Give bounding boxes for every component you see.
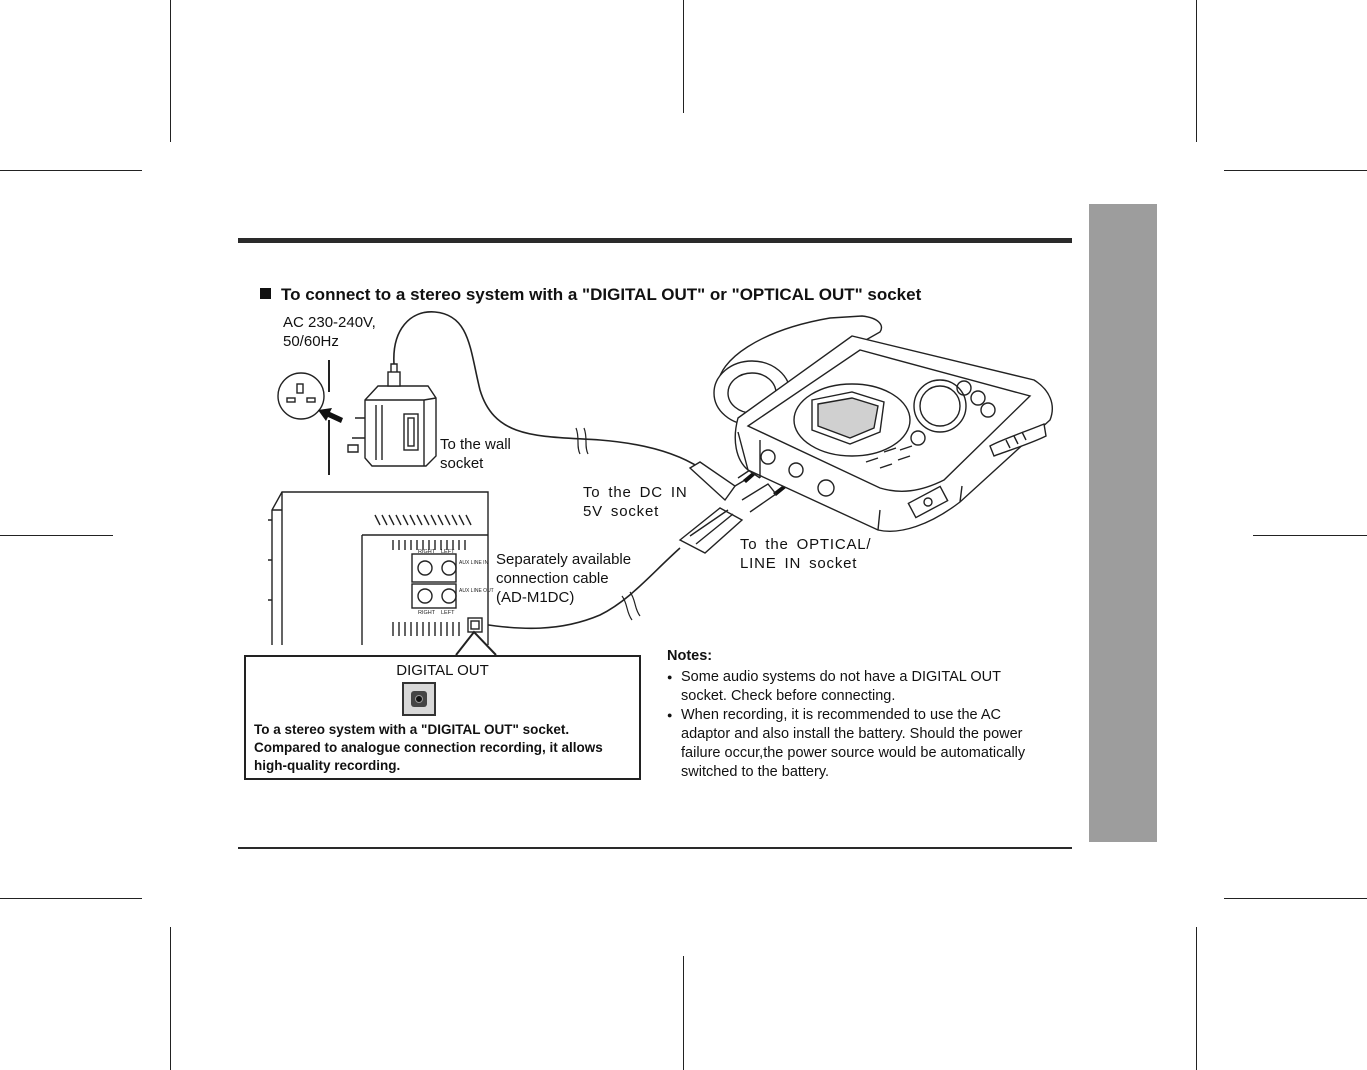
wall-socket-line: socket [440,455,484,472]
note-item: When recording, it is recommended to use… [667,706,1025,782]
crop-mark [683,0,684,113]
note-line: When recording, it is recommended to use… [681,707,1001,723]
cable-line: connection cable [496,570,609,587]
optical-in-label: To the OPTICAL/ LINE IN socket [740,535,871,573]
crop-mark [1224,898,1367,899]
wall-socket-label: To the wall socket [440,435,511,473]
panel-label-aux-in: AUX LINE IN [459,560,489,566]
dc-in-line: 5V socket [583,503,660,520]
stereo-system-icon [268,491,489,645]
panel-label-aux-out: AUX LINE OUT [459,588,494,594]
note-item: Some audio systems do not have a DIGITAL… [667,668,1025,706]
optical-port-icon [411,691,427,707]
crop-mark [170,0,171,142]
top-rule [238,238,1072,243]
bottom-rule [238,847,1072,849]
section-heading: To connect to a stereo system with a "DI… [260,285,921,305]
ac-power-line: 50/60Hz [283,333,339,350]
callout-line: high-quality recording. [254,758,401,773]
crop-mark [0,535,113,536]
cable-label: Separately available connection cable (A… [496,550,631,607]
push-arrow-icon [318,408,343,423]
wall-socket-line: To the wall [440,436,511,453]
minidisc-recorder-icon [713,315,1053,532]
optical-in-line: To the OPTICAL/ [740,536,872,553]
heading-text: To connect to a stereo system with a "DI… [281,285,922,304]
crop-mark [170,927,171,1070]
digital-out-port-icon [402,682,436,716]
cable-line: (AD-M1DC) [496,589,575,606]
panel-label-left: LEFT [441,610,455,616]
note-line: Some audio systems do not have a DIGITAL… [681,669,1001,685]
crop-mark [0,170,142,171]
note-line: failure occur,the power source would be … [681,745,1026,761]
callout-line: Compared to analogue connection recordin… [254,740,603,755]
crop-mark [1224,170,1367,171]
ac-power-line: AC 230-240V, [283,314,376,331]
dc-plug-icon [688,461,751,502]
crop-mark [0,898,142,899]
dc-in-label: To the DC IN 5V socket [583,483,687,521]
optical-in-line: LINE IN socket [740,555,858,572]
notes-title: Notes: [667,648,713,664]
wall-socket-icon [277,372,325,420]
crop-mark [1196,927,1197,1070]
cable-line: Separately available [496,551,632,568]
panel-label-right: RIGHT [418,549,436,555]
panel-label-left: LEFT [441,549,455,555]
optical-plug-icon [678,483,778,554]
notes-section: Notes: Some audio systems do not have a … [667,647,1025,782]
callout-text: To a stereo system with a "DIGITAL OUT" … [254,721,603,775]
crop-mark [1196,0,1197,142]
square-bullet-icon [260,288,271,299]
crop-mark [1253,535,1367,536]
note-line: switched to the battery. [681,764,830,780]
note-line: adaptor and also install the battery. Sh… [681,726,1023,742]
digital-out-callout: DIGITAL OUT To a stereo system with a "D… [244,655,641,780]
callout-title: DIGITAL OUT [396,662,489,679]
ac-adaptor-icon [347,363,437,467]
side-tab [1089,204,1157,842]
dc-in-line: To the DC IN [583,484,688,501]
callout-line: To a stereo system with a "DIGITAL OUT" … [254,722,570,737]
note-line: socket. Check before connecting. [681,688,896,704]
optical-cable [481,547,681,630]
dc-cable [393,311,701,469]
ac-power-label: AC 230-240V, 50/60Hz [283,313,376,351]
panel-label-right: RIGHT [418,610,436,616]
crop-mark [683,956,684,1070]
